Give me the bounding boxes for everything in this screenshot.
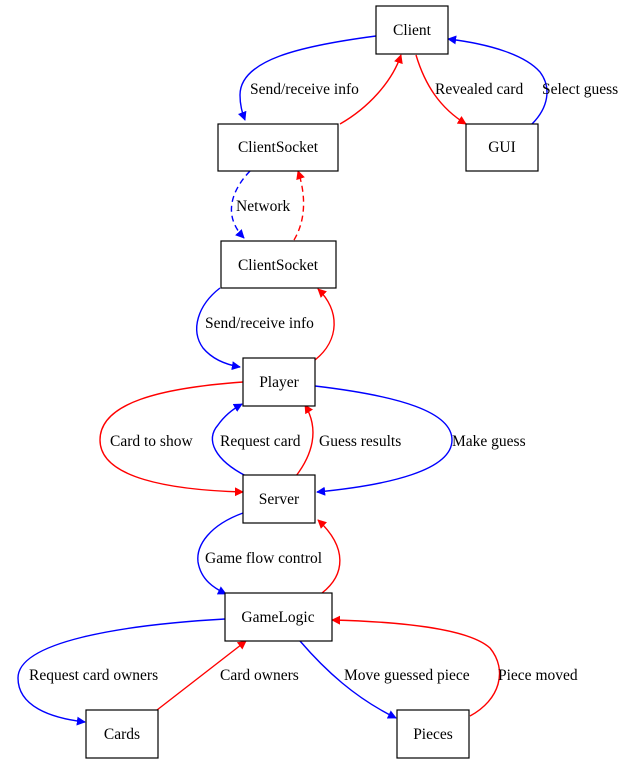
label-network: Network	[236, 198, 290, 215]
label-select-guess: Select guess	[542, 81, 618, 98]
label-client-to-socket: Send/receive info	[250, 81, 359, 98]
edge-make-guess	[314, 385, 453, 496]
edge-gui-to-client	[447, 35, 548, 125]
node-client-socket-bottom: ClientSocket	[220, 240, 337, 289]
node-client: Client	[375, 5, 449, 55]
edge-card-owners	[156, 640, 247, 711]
edge-client-to-gui	[415, 54, 467, 125]
node-player-label: Player	[259, 374, 299, 391]
edge-client-to-socket	[237, 35, 377, 121]
label-make-guess: Make guess	[452, 433, 526, 450]
node-client-socket-top: ClientSocket	[217, 123, 339, 172]
edge-request-card	[211, 403, 247, 477]
node-game-logic: GameLogic	[224, 592, 333, 642]
label-request-card-owners: Request card owners	[29, 667, 158, 684]
label-card-owners: Card owners	[220, 667, 299, 684]
label-guess-results: Guess results	[319, 433, 401, 450]
node-gui-label: GUI	[488, 139, 516, 156]
edge-socket-to-player	[196, 287, 241, 371]
edge-socket-to-client	[339, 54, 403, 125]
edge-guess-results	[295, 404, 314, 477]
label-card-to-show: Card to show	[110, 433, 193, 450]
edge-piece-moved	[331, 615, 501, 717]
label-piece-moved: Piece moved	[498, 667, 578, 684]
node-player: Player	[242, 357, 316, 407]
node-client-socket-bottom-label: ClientSocket	[238, 257, 319, 274]
node-gui: GUI	[465, 123, 539, 172]
node-client-socket-top-label: ClientSocket	[238, 139, 319, 156]
node-client-label: Client	[393, 22, 432, 39]
node-server-label: Server	[259, 491, 300, 508]
edge-request-card-owners	[17, 618, 226, 726]
label-revealed-card: Revealed card	[435, 81, 523, 98]
label-request-card: Request card	[220, 433, 301, 450]
edge-card-to-show	[99, 381, 244, 497]
node-game-logic-label: GameLogic	[241, 609, 314, 626]
edge-move-guessed-piece	[299, 640, 397, 719]
node-pieces: Pieces	[396, 709, 470, 759]
node-cards: Cards	[85, 709, 159, 759]
node-server: Server	[242, 474, 316, 524]
edge-gamelogic-to-server	[317, 519, 341, 594]
label-move-guessed-piece: Move guessed piece	[344, 667, 470, 684]
edge-network-up	[293, 170, 305, 241]
edge-server-to-gamelogic	[197, 512, 244, 595]
edge-player-to-socket	[314, 288, 335, 361]
node-pieces-label: Pieces	[413, 726, 453, 743]
label-game-flow-control: Game flow control	[205, 550, 322, 567]
node-cards-label: Cards	[104, 726, 140, 743]
label-socket-to-player: Send/receive info	[205, 315, 314, 332]
